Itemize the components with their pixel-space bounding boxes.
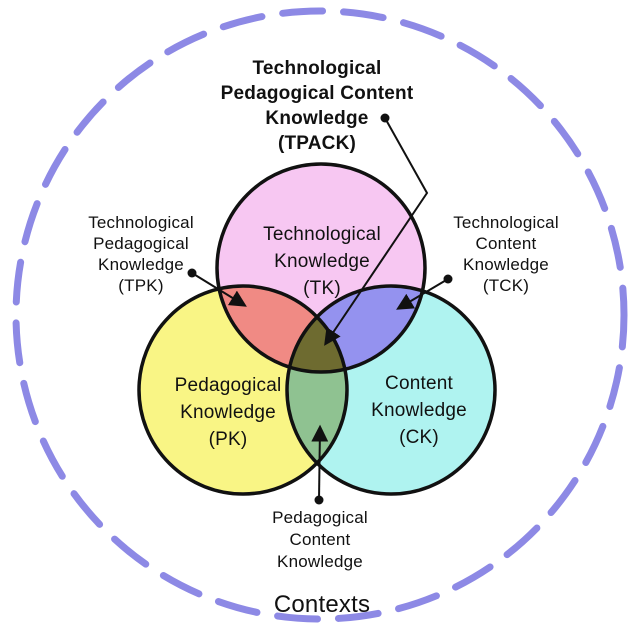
pck-pointer-line <box>311 424 329 501</box>
contexts-dashed-circle <box>12 7 628 623</box>
tk-circle-outline <box>215 162 427 374</box>
tpack-pointer-line <box>324 117 429 346</box>
ck-label: Content Knowledge (CK) <box>371 373 467 448</box>
pk-circle-outline <box>137 284 349 496</box>
pk-label: Pedagogical Knowledge (PK) <box>174 375 282 450</box>
tck-pointer-line <box>396 278 449 310</box>
contexts-label: Contexts <box>273 591 371 618</box>
pck-label: Pedagogical Content Knowledge <box>272 508 368 571</box>
tk-label: Technological Knowledge (TK) <box>263 224 381 299</box>
tpack-title: Technological Pedagogical Content Knowle… <box>220 58 414 154</box>
tck-label: Technological Content Knowledge (TCK) <box>453 213 559 295</box>
tpk-pointer-line <box>191 272 247 307</box>
ck-circle-outline <box>285 284 497 496</box>
tpk-region <box>217 286 347 372</box>
tpk-label: Technological Pedagogical Knowledge (TPK… <box>88 213 194 295</box>
tck-region <box>287 286 425 372</box>
